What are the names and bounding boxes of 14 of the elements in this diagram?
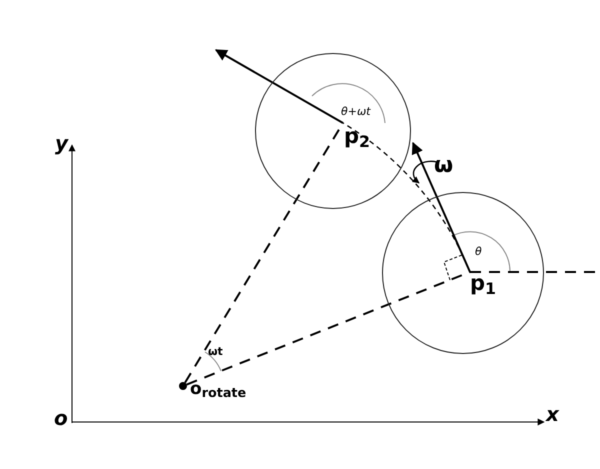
point-label: o$_{rotate}$ <box>190 381 246 398</box>
circle-outline <box>382 192 544 354</box>
math-label: ωt <box>208 346 223 357</box>
math-label: θ+ωt <box>341 106 370 117</box>
circle-outline <box>255 53 411 209</box>
math-label: x <box>546 404 559 424</box>
math-label: ω <box>434 155 454 177</box>
dashed-line <box>186 271 470 386</box>
point-label: p$_{1}$ <box>470 273 496 294</box>
math-label: θ <box>475 246 482 257</box>
arrow <box>412 142 471 272</box>
math-label: o <box>54 408 68 428</box>
arrow <box>214 49 344 124</box>
math-label: y <box>55 133 68 153</box>
